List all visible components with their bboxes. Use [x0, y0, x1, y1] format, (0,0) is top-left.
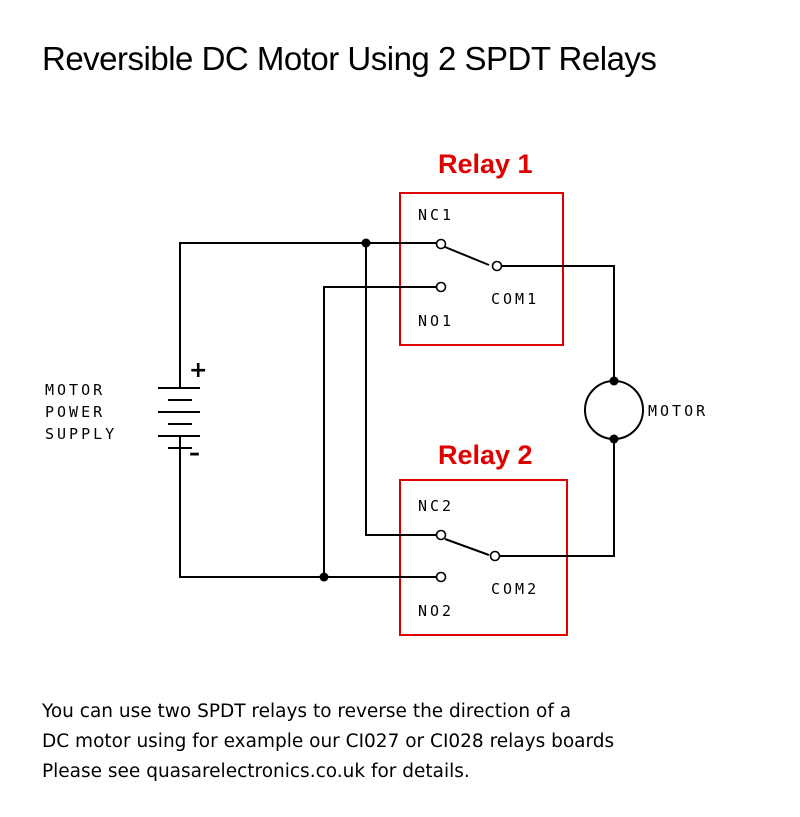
- battery-symbol: [158, 387, 200, 452]
- motor-terminal-top: [609, 376, 619, 386]
- relay-1-com-contact: [491, 260, 503, 272]
- relay-1-com-label: COM1: [491, 290, 539, 308]
- caption: You can use two SPDT relays to reverse t…: [42, 697, 782, 787]
- power-supply-label-line-2: POWER: [45, 403, 105, 421]
- wire-com1-to-motor: [502, 265, 615, 380]
- relay-2-no-contact: [435, 571, 447, 583]
- junction-top-rail: [361, 238, 371, 248]
- relay-2-com-contact: [489, 550, 501, 562]
- battery-plus-sign: +: [189, 358, 207, 383]
- motor-icon: [584, 380, 644, 440]
- motor-label: MOTOR: [648, 402, 708, 420]
- relay-2-label: Relay 2: [438, 440, 533, 470]
- relay-1-box: [399, 192, 564, 346]
- caption-line-2: DC motor using for example our CI027 or …: [42, 731, 615, 752]
- relay-2-nc-contact: [435, 529, 447, 541]
- battery-minus-sign: –: [189, 441, 200, 466]
- wire-nc1-to-nc2: [365, 243, 436, 536]
- caption-line-1: You can use two SPDT relays to reverse t…: [42, 701, 572, 722]
- relay-2-com-label: COM2: [491, 580, 539, 598]
- wire-supply-negative: [179, 452, 436, 578]
- relay-2-switch-arm: [444, 538, 490, 556]
- relay-2-nc-label: NC2: [418, 497, 454, 515]
- diagram-title: Reversible DC Motor Using 2 SPDT Relays: [42, 40, 657, 77]
- relay-1-no-label: NO1: [418, 312, 454, 330]
- relay-schematic: Relay 1 Relay 2 NC1 COM1 NO1 NC2 COM2 NO…: [45, 149, 708, 636]
- power-supply-label-line-1: MOTOR: [45, 381, 105, 399]
- wire-supply-positive: [179, 242, 436, 388]
- relay-1-no-contact: [435, 281, 447, 293]
- relay-1-nc-contact: [435, 238, 447, 250]
- relay-2-box: [399, 479, 568, 636]
- caption-line-3: Please see quasarelectronics.co.uk for d…: [42, 761, 470, 782]
- junction-bottom-rail: [319, 572, 329, 582]
- relay-1-label: Relay 1: [438, 149, 533, 179]
- motor-terminal-bottom: [609, 434, 619, 444]
- wire-com2-to-motor: [500, 440, 615, 557]
- wire-no2-to-no1: [323, 286, 436, 577]
- power-supply-label-line-3: SUPPLY: [45, 425, 117, 443]
- relay-2-no-label: NO2: [418, 602, 454, 620]
- relay-1-nc-label: NC1: [418, 206, 454, 224]
- relay-1-switch-arm: [444, 246, 490, 266]
